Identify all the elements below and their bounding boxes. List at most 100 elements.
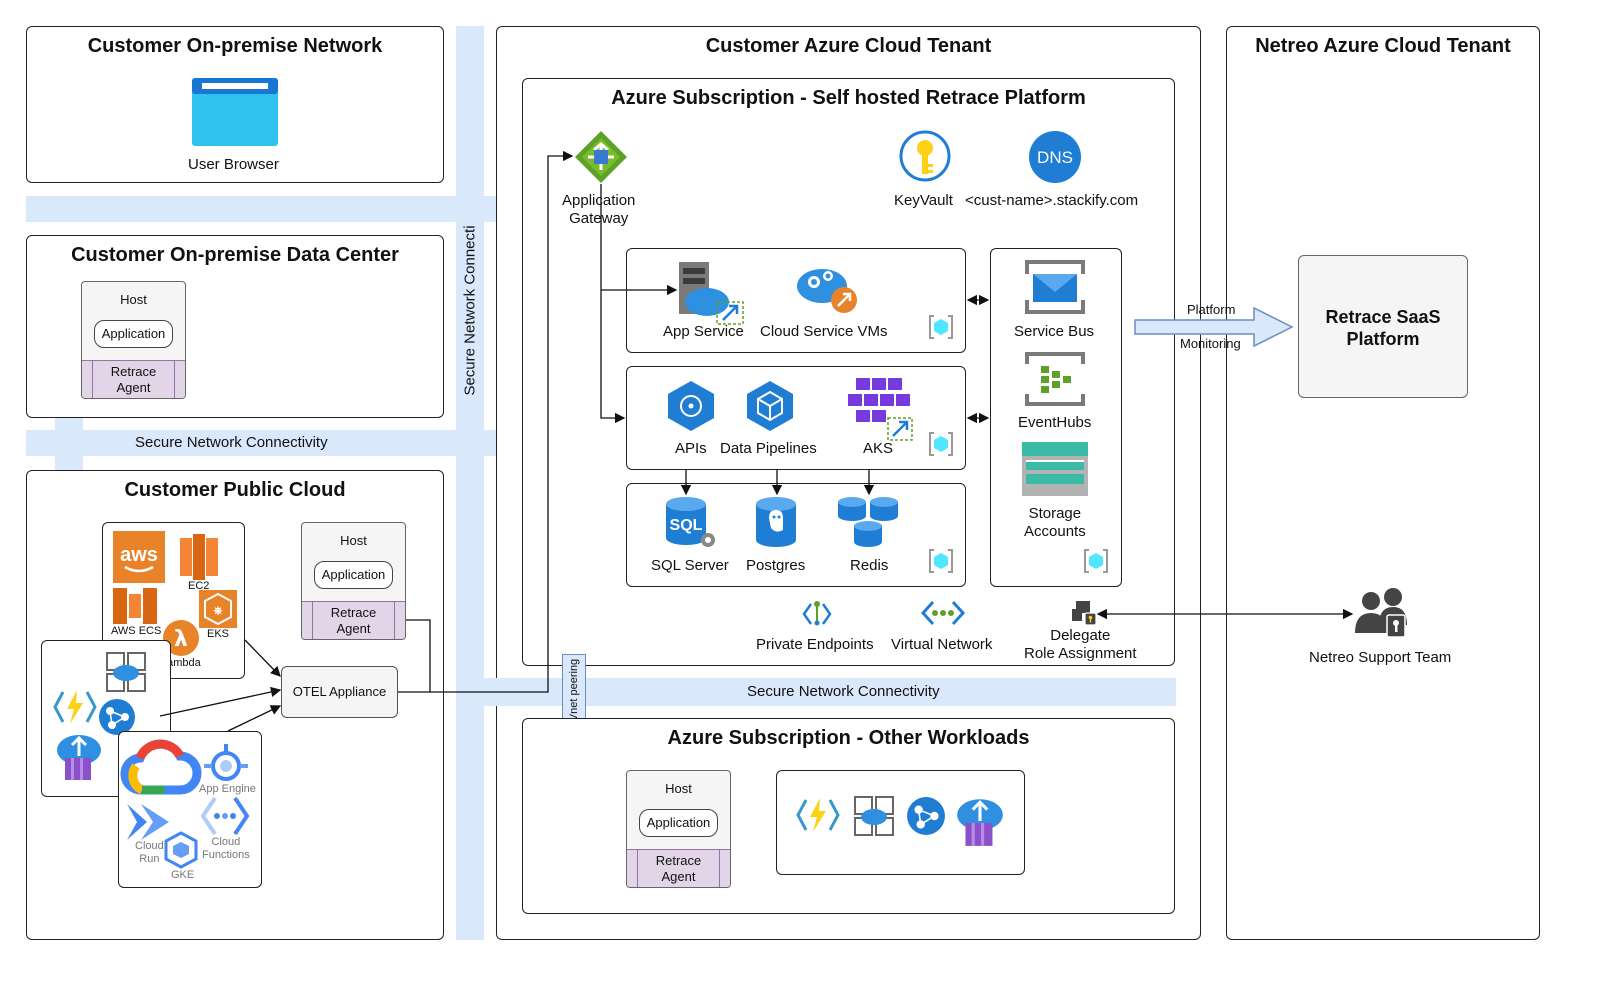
service-fabric-icon (99, 699, 135, 735)
vnet-icon (920, 600, 966, 626)
resource-group-icon (1084, 549, 1108, 573)
support-team-icon (1355, 588, 1407, 638)
service-bus-label: Service Bus (1014, 323, 1095, 340)
container-instances-icon (957, 799, 1003, 846)
cloud-service-icon (797, 269, 857, 313)
platform-label: Platform (1187, 302, 1236, 317)
ec2-label: EC2 (188, 580, 210, 592)
host-label: Host (340, 533, 367, 548)
container-apps-icon (854, 796, 894, 836)
ec2-icon (180, 534, 218, 580)
user-browser-label: User Browser (188, 156, 279, 173)
host-label: Host (120, 292, 147, 307)
gke-label: GKE (171, 869, 195, 881)
self-hosted-subscription-title: Azure Subscription - Self hosted Retrace… (611, 87, 1086, 109)
aws-ecs-label: AWS ECS (111, 625, 162, 637)
monitoring-label: Monitoring (1180, 336, 1241, 351)
service-bus-icon (1025, 260, 1085, 314)
resource-group-icon (929, 315, 953, 339)
virtual-network-label: Virtual Network (891, 636, 993, 653)
aks-icon (848, 378, 913, 441)
data-pipelines-label: Data Pipelines (720, 440, 817, 457)
eventhubs-label: EventHubs (1018, 414, 1092, 431)
cloud-run-icon (127, 804, 169, 840)
redis-icon (838, 497, 898, 547)
private-endpoints-label: Private Endpoints (756, 636, 874, 653)
netreo-support-label: Netreo Support Team (1309, 649, 1452, 666)
application-pill: Application (94, 320, 173, 348)
sql-icon: SQL (666, 497, 715, 547)
cloud-service-vms-label: Cloud Service VMs (760, 323, 888, 340)
postgres-label: Postgres (746, 557, 806, 574)
dns-label: <cust-name>.stackify.com (965, 192, 1139, 209)
ecs-icon (113, 588, 157, 624)
svg-text:SQL: SQL (670, 517, 703, 534)
browser-icon (192, 78, 278, 146)
functions-icon (53, 690, 97, 724)
azure-tenant-title: Customer Azure Cloud Tenant (705, 35, 992, 57)
keyvault-icon (899, 130, 951, 182)
svg-text:λ: λ (174, 627, 188, 652)
keyvault-label: KeyVault (894, 192, 953, 209)
aws-icon: aws (113, 531, 165, 583)
eks-icon: ⎈ (199, 590, 237, 628)
resource-group-icon (929, 549, 953, 573)
otel-appliance-box: OTEL Appliance (281, 666, 398, 718)
secure-network-vertical-band (456, 26, 484, 940)
secure-net-label-bottom-overlay: Secure Network Connectivity (747, 683, 940, 700)
app-service-icon (679, 262, 744, 325)
app-engine-icon (204, 744, 248, 781)
netreo-tenant-zone: Netreo Azure Cloud Tenant (1226, 26, 1540, 940)
other-workloads-title: Azure Subscription - Other Workloads (667, 727, 1030, 749)
public-cloud-title: Customer Public Cloud (124, 479, 346, 501)
delegate-icon (1072, 601, 1097, 626)
eventhubs-icon (1025, 352, 1085, 406)
svg-text:DNS: DNS (1037, 148, 1073, 167)
lambda-icon: λ (163, 620, 199, 656)
host-label: Host (665, 781, 692, 796)
secure-net-label-vertical: Secure Network Connecti (461, 225, 479, 396)
messaging-group (990, 248, 1122, 587)
redis-label: Redis (850, 557, 889, 574)
secure-network-band-overlay (496, 678, 1176, 706)
secure-net-label-mid: Secure Network Connectivity (135, 434, 328, 451)
data-pipeline-icon (747, 381, 793, 431)
api-icon (668, 381, 714, 431)
onprem-dc-title: Customer On-premise Data Center (71, 244, 399, 266)
platform-monitoring-arrow (1134, 306, 1294, 348)
app-gateway-icon (575, 131, 627, 183)
apis-label: APIs (675, 440, 707, 457)
service-fabric-icon (907, 797, 945, 835)
functions-icon (796, 798, 840, 832)
sql-server-label: SQL Server (651, 557, 729, 574)
container-apps-icon (106, 652, 146, 692)
aks-label: AKS (863, 440, 894, 457)
postgres-icon (756, 497, 796, 547)
onprem-network-title: Customer On-premise Network (87, 35, 383, 57)
private-endpoint-icon (802, 601, 832, 626)
application-pill: Application (314, 561, 393, 589)
gcp-icon (120, 739, 202, 795)
container-instances-icon (57, 735, 101, 780)
eks-label: EKS (207, 628, 230, 640)
netreo-tenant-title: Netreo Azure Cloud Tenant (1255, 35, 1511, 57)
application-pill: Application (639, 809, 718, 837)
cloud-functions-icon (200, 796, 250, 836)
secure-network-horizontal-band-top (26, 196, 510, 222)
gke-icon (164, 831, 198, 869)
app-service-label: App Service (663, 323, 744, 340)
dns-icon: DNS (1029, 131, 1081, 183)
storage-icon (1022, 442, 1088, 496)
resource-group-icon (929, 432, 953, 456)
otel-label: OTEL Appliance (292, 684, 387, 699)
